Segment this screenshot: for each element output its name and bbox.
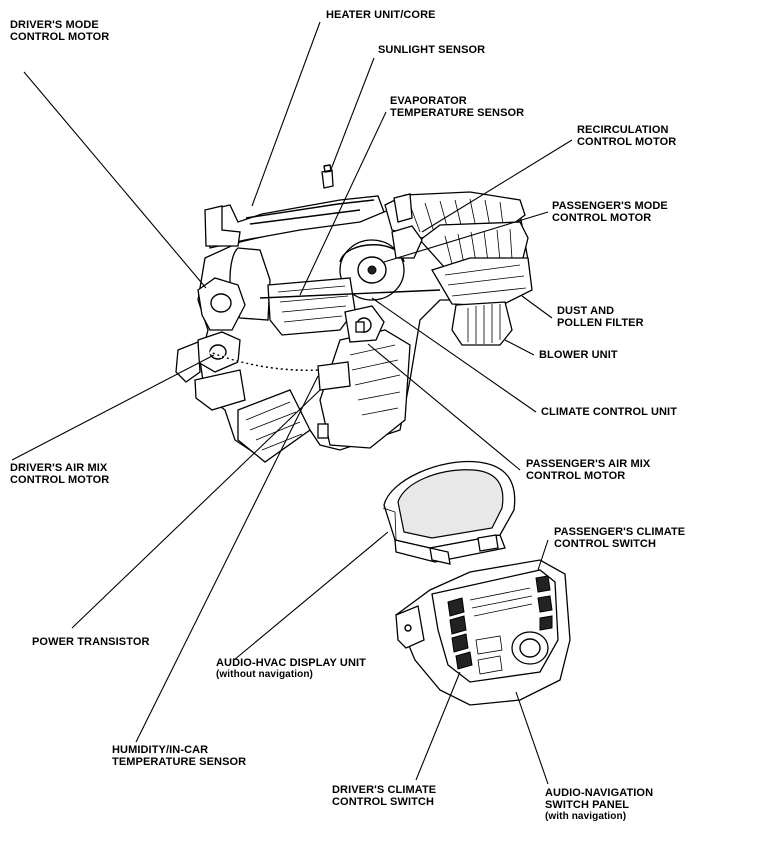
label-climate-control-unit: CLIMATE CONTROL UNIT (541, 406, 678, 418)
label-display-unit-note: (without navigation) (216, 669, 313, 680)
label-blower-unit: BLOWER UNIT (539, 349, 618, 361)
label-power-transistor: POWER TRANSISTOR (32, 636, 150, 648)
display-unit-part (382, 460, 516, 565)
hvac-unit-assembly (175, 191, 533, 463)
label-heater-unit-core: HEATER UNIT/CORE (326, 9, 436, 21)
nav-switch-panel-part (395, 559, 571, 706)
leader-lines (11, 21, 573, 785)
label-audio-hvac-display-unit: AUDIO-HVAC DISPLAY UNIT(without navigati… (216, 657, 366, 680)
label-nav-panel-note: (with navigation) (545, 811, 627, 822)
label-sunlight-sensor: SUNLIGHT SENSOR (378, 44, 486, 56)
sunlight-sensor-part (321, 164, 334, 189)
